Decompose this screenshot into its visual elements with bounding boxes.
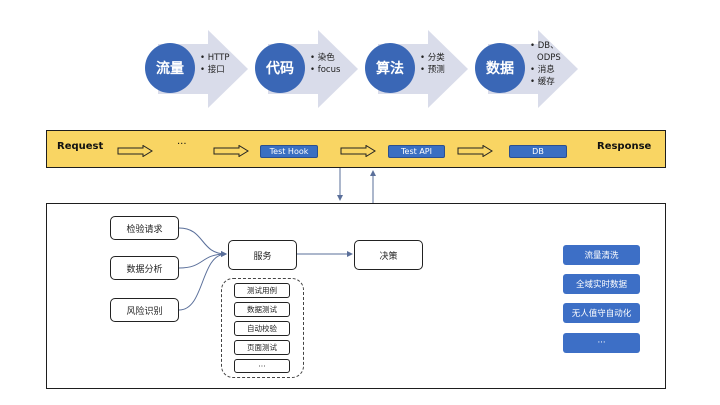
hollow-arrow-icon [340, 145, 376, 157]
bullet: DB、 [530, 40, 561, 52]
bullet: 预测 [420, 64, 445, 76]
stage-bullets: 染色 focus [310, 52, 341, 76]
hollow-arrow-icon [457, 145, 493, 157]
decision-node: 决策 [354, 240, 423, 270]
input-node: 检验请求 [110, 216, 179, 240]
test-item: 页面测试 [234, 340, 290, 355]
test-item: 自动校验 [234, 321, 290, 336]
db-box: DB [509, 145, 567, 158]
stage-bullets: 分类 预测 [420, 52, 445, 76]
ellipsis: ··· [177, 139, 187, 150]
test-item: 数据测试 [234, 302, 290, 317]
bullet: HTTP [200, 52, 230, 64]
hollow-arrow-icon [117, 145, 153, 157]
stage-bullets: HTTP 接口 [200, 52, 230, 76]
edge-input3-service [178, 251, 227, 311]
test-api-box: Test API [388, 145, 445, 158]
stage-algorithm: 算法 分类 预测 [358, 30, 478, 108]
stage-traffic: 流量 HTTP 接口 [138, 30, 258, 108]
edge-input2-service [178, 251, 227, 269]
response-label: Response [597, 141, 652, 152]
stage-data: 数据 DB、 ODPS 消息 缓存 [468, 30, 588, 108]
test-item: 测试用例 [234, 283, 290, 298]
edge-input1-service [178, 227, 227, 257]
hollow-arrow-icon [213, 145, 249, 157]
test-hook-box: Test Hook [260, 145, 318, 158]
input-node: 数据分析 [110, 256, 179, 280]
bullet: 接口 [200, 64, 229, 76]
capability-box: 流量清洗 [563, 245, 640, 265]
capability-box: 全域实时数据 [563, 274, 640, 294]
input-node: 风险识别 [110, 298, 179, 322]
request-label: Request [57, 141, 104, 152]
stage-title: 流量 [145, 43, 195, 93]
stage-title: 代码 [255, 43, 305, 93]
bullet: 消息 [530, 64, 561, 76]
bullet: focus [310, 64, 341, 76]
stage-bullets: DB、 ODPS 消息 缓存 [530, 40, 561, 88]
service-node: 服务 [228, 240, 297, 270]
capability-box: 无人值守自动化 [563, 303, 640, 323]
capability-box: ··· [563, 333, 640, 353]
bullet-continuation: ODPS [537, 53, 561, 63]
bullet: 缓存 [530, 76, 561, 88]
test-group [221, 278, 304, 378]
request-pipeline: Request ··· Test Hook Test API DB Respon… [46, 130, 666, 168]
bullet: 分类 [420, 52, 445, 64]
stage-title: 算法 [365, 43, 415, 93]
test-item: ··· [234, 359, 290, 373]
bullet: 染色 [310, 52, 340, 64]
stage-code: 代码 染色 focus [248, 30, 368, 108]
stage-title: 数据 [475, 43, 525, 93]
